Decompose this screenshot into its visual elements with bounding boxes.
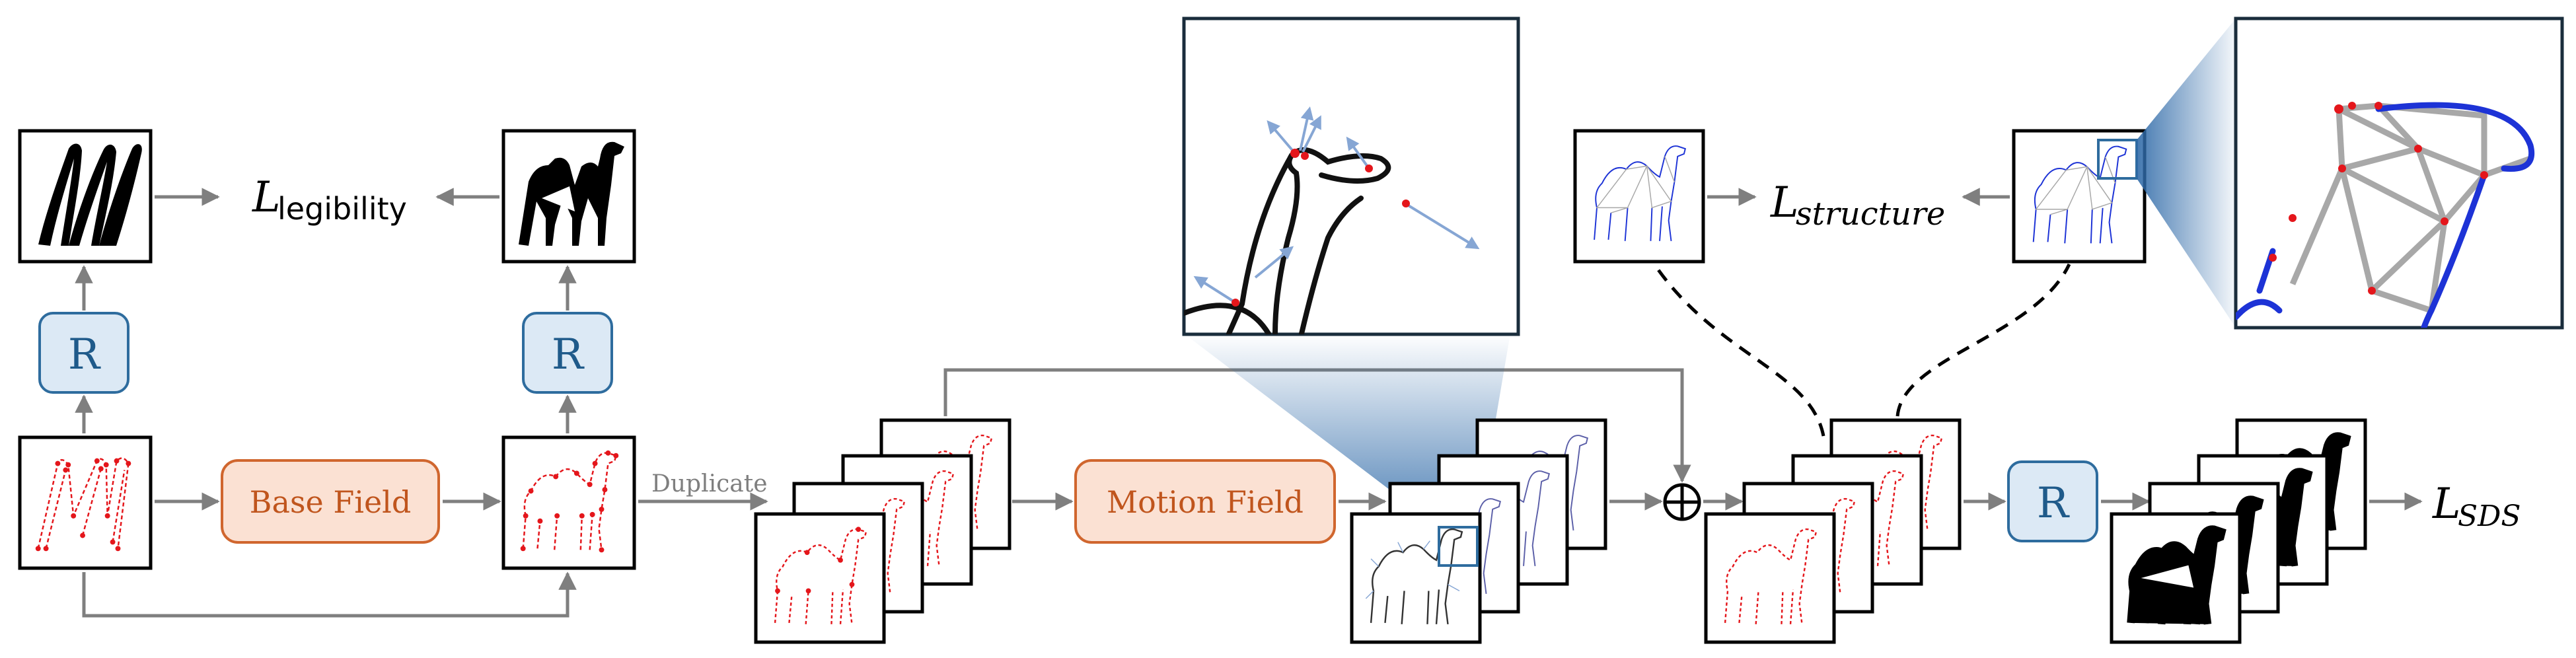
- loss-structure-sub: structure: [1796, 196, 1945, 233]
- render-block-right: R: [2007, 460, 2098, 542]
- structure-frame-left: [1573, 129, 1705, 264]
- loss-legibility-sub: legibility: [277, 191, 407, 227]
- zoom-inset-mesh: [2234, 17, 2564, 330]
- dashed-link-left: [1652, 263, 1825, 437]
- structure-frame-right: [2012, 129, 2147, 264]
- stack-frame-1: [754, 512, 886, 644]
- dashed-link-right: [1895, 263, 2071, 417]
- loss-structure: L structure: [1770, 178, 1945, 233]
- render-label-right: R: [2037, 479, 2070, 528]
- loss-structure-main: L: [1770, 178, 1799, 227]
- zoom-region-left: [1438, 526, 1479, 567]
- displacement-arrow-icon: [1193, 106, 1480, 304]
- loss-sds-main: L: [2432, 480, 2461, 529]
- rendered-frame-1: [2110, 512, 2242, 644]
- render-block-left: R: [38, 312, 129, 394]
- triangulation-mesh-icon: [2032, 145, 2127, 244]
- sum-node: [1663, 483, 1701, 521]
- motion-frames-stack: [1350, 418, 1607, 644]
- render-label-middle: R: [552, 330, 585, 379]
- control-points-camel-frame: [501, 435, 636, 570]
- loss-legibility-main: L: [252, 173, 281, 222]
- loss-sds-sub: SDS: [2458, 499, 2521, 533]
- letter-m-icon: [38, 143, 142, 246]
- render-label-left: R: [68, 330, 101, 379]
- base-field-block: Base Field: [221, 459, 440, 544]
- zoom-cone-right: [2137, 18, 2236, 328]
- rendered-letter-m-frame: [18, 129, 153, 264]
- left-arrows: [75, 188, 768, 618]
- motion-frame-1: [1350, 512, 1482, 644]
- zoom-cone-left: [1184, 334, 1510, 527]
- camel-icon: [519, 141, 624, 246]
- motion-field-label: Motion Field: [1107, 484, 1304, 520]
- duplicate-label: Duplicate: [651, 470, 768, 497]
- zoom-inset-motion: [1182, 17, 1520, 336]
- control-points-icon: [520, 450, 619, 553]
- rendered-frames-stack: [2110, 418, 2367, 644]
- loss-sds: L SDS: [2432, 480, 2521, 533]
- motion-field-block: Motion Field: [1074, 459, 1336, 544]
- control-points-icon: [35, 457, 131, 552]
- summed-frame-1: [1704, 512, 1836, 644]
- base-field-label: Base Field: [250, 484, 412, 520]
- camel-icon: [2131, 529, 2222, 624]
- duplicated-frames-stack: [754, 418, 1012, 644]
- summed-frames-stack: [1704, 418, 1962, 644]
- rendered-camel-frame: [501, 129, 636, 264]
- triangulation-mesh-icon: [1594, 145, 1686, 242]
- render-block-middle: R: [522, 312, 613, 394]
- control-points-letter-frame: [18, 435, 153, 570]
- loss-legibility: L legibility: [252, 173, 407, 227]
